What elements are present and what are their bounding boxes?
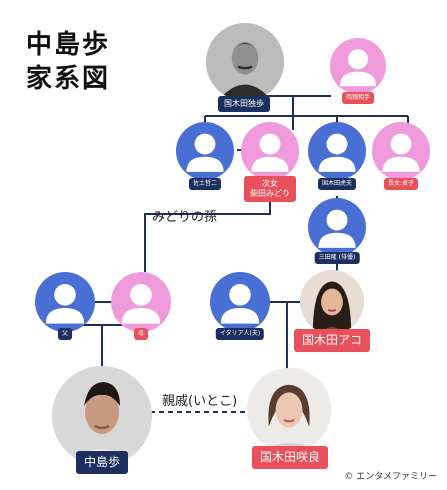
sakura-photo xyxy=(247,368,331,452)
sato-avatar xyxy=(176,122,234,180)
midori-avatar xyxy=(241,122,299,180)
sakura-label: 国木田咲良 xyxy=(251,446,329,469)
mother-label: 母 xyxy=(133,328,149,340)
page-title-line1: 中島歩 xyxy=(26,30,111,60)
torao-label: 国木田虎夫 xyxy=(317,178,357,190)
midori-name: 柴田みどり xyxy=(250,189,290,198)
ako-photo xyxy=(300,270,364,334)
ako-label: 国木田アコ xyxy=(293,329,371,352)
mother-avatar xyxy=(111,272,171,332)
sadako-label: 長女:貞子 xyxy=(383,178,419,190)
cousin-annotation: 親戚(いとこ) xyxy=(162,394,238,409)
harumi-label: 両親相手 xyxy=(341,92,375,104)
sato-label: 佐土哲二 xyxy=(188,178,222,190)
doppo-label: 国木田独歩 xyxy=(218,96,270,112)
sadako-avatar xyxy=(372,122,430,180)
midori-role: 次女 xyxy=(262,179,278,188)
grandchild-annotation: みどりの孫 xyxy=(152,210,218,225)
italian-label: イタリア人(夫) xyxy=(215,328,265,340)
father-avatar xyxy=(35,272,95,332)
copyright-credit: © エンタメファミリー xyxy=(344,472,437,482)
torao-avatar xyxy=(308,122,366,180)
mitaryu-label: 三田隆 (俳優) xyxy=(314,252,360,264)
ayumu-label: 中島歩 xyxy=(75,451,129,474)
harumi-avatar xyxy=(330,38,386,94)
mitaryu-avatar xyxy=(308,198,366,256)
italian-avatar xyxy=(210,272,270,332)
midori-label: 次女 柴田みどり xyxy=(244,176,296,202)
doppo-photo xyxy=(206,23,284,101)
father-label: 父 xyxy=(57,328,73,340)
page-title-line2: 家系図 xyxy=(26,64,111,94)
